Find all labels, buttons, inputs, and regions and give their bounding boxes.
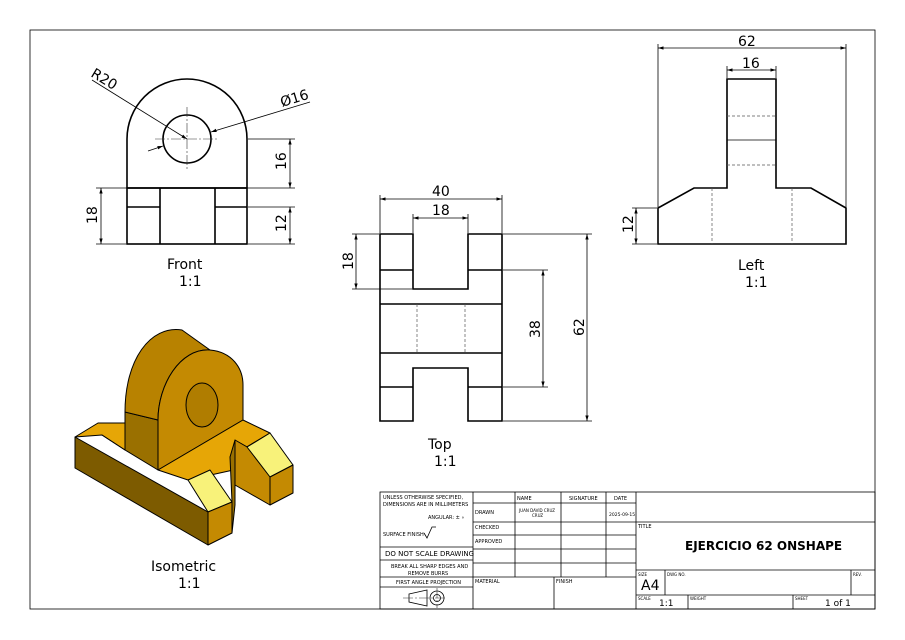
rev-label: REV. [853,572,862,577]
top-view: 40 18 18 38 62 Top 1:1 [341,184,592,470]
sheet-size: A4 [641,578,660,594]
row-drawn: DRAWN [475,510,494,516]
iso-right-end-front [269,464,294,506]
note-dimensions-mm: DIMENSIONS ARE IN MILLIMETERS [383,502,468,508]
isometric-view-label: Isometric [151,559,216,575]
note-remove-burrs: REMOVE BURRS [408,571,448,577]
front-upright-outline [126,78,248,189]
sheet-label: SHEET [795,596,809,601]
dim-dia16: Ø16 [278,87,310,111]
note-projection: FIRST ANGLE PROJECTION [396,580,461,586]
isometric-view-scale: 1:1 [178,576,201,592]
dim-12: 12 [274,214,290,232]
header-name: NAME [517,496,532,502]
row-checked: CHECKED [475,525,499,531]
dim-r20: R20 [88,66,120,94]
finish-label: FINISH [556,579,573,585]
dim-18-width: 18 [432,203,450,219]
left-view: 62 16 12 Left 1:1 [621,34,847,291]
header-signature: SIGNATURE [569,496,598,502]
drawn-name: JUAN DAVID CRUZ [518,508,555,513]
iso-slot-wall [229,439,236,534]
drawn-name-2: CRUZ [532,513,543,518]
drawn-date: 2025-09-15 [609,512,635,518]
front-base-outline [126,187,248,245]
dim-16-left: 16 [742,56,760,72]
dwg-no-label: DWG NO. [667,572,686,577]
note-surface-finish: SURFACE FINISH [383,532,424,538]
top-view-scale: 1:1 [434,454,457,470]
weight-label: WEIGHT [690,596,707,601]
top-outline [379,233,503,422]
note-break-edges: BREAK ALL SHARP EDGES AND [391,564,468,570]
drawing-title: EJERCICIO 62 ONSHAPE [685,539,842,553]
dim-40: 40 [432,184,450,200]
size-label: SIZE [638,572,647,577]
dim-38: 38 [528,320,544,338]
scale-label: SCALE [638,596,651,601]
front-view: R20 Ø16 16 12 18 Front 1:1 [85,66,311,290]
front-view-scale: 1:1 [179,274,202,290]
dim-62-left: 62 [738,34,756,50]
dim-18-depth: 18 [341,252,357,270]
first-angle-projection-icon [403,588,447,608]
note-do-not-scale: DO NOT SCALE DRAWING [385,550,474,558]
front-view-label: Front [167,257,203,273]
dim-62-top: 62 [572,318,588,336]
surface-finish-symbol-icon [423,526,436,539]
header-date: DATE [614,496,627,502]
row-approved: APPROVED [475,539,502,545]
iso-hole [185,382,219,428]
material-label: MATERIAL [475,579,500,585]
sheet-value: 1 of 1 [825,599,851,609]
dim-16: 16 [274,152,290,170]
note-unless-specified: UNLESS OTHERWISE SPECIFIED, [383,495,463,501]
note-angular: ANGULAR: ± ∘ [428,515,465,521]
dim-12-left: 12 [621,215,637,233]
dim-18: 18 [85,206,101,224]
title-block: UNLESS OTHERWISE SPECIFIED, DIMENSIONS A… [379,491,876,610]
left-view-scale: 1:1 [745,275,768,291]
title-label: TITLE [637,524,652,530]
scale-value: 1:1 [659,599,673,609]
isometric-view: Isometric 1:1 [74,329,294,592]
left-view-label: Left [738,258,765,274]
top-view-label: Top [427,437,452,453]
left-outline [657,78,847,245]
